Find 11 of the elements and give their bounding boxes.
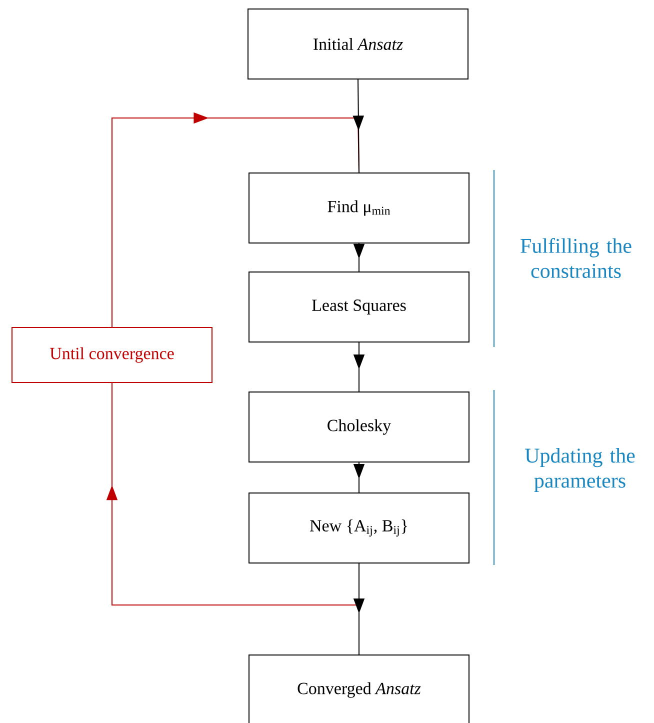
- arrow: [352, 79, 364, 173]
- process-box: Least Squares: [248, 272, 470, 342]
- arrow: [112, 112, 360, 328]
- process-box: Initial Ansatz: [248, 8, 468, 80]
- process-box: Find μ$_{min}$: [248, 172, 470, 244]
- group-label: Fulfilling the constraints: [520, 238, 632, 278]
- process-box: Until convergence: [12, 327, 212, 383]
- group-label: Updating the parameters: [525, 448, 635, 492]
- process-box: Cholesky: [248, 392, 470, 462]
- process-box: Converged Ansatz: [248, 654, 470, 723]
- process-box: New {A$_{ij}$, B$_{ij}$}: [248, 492, 470, 564]
